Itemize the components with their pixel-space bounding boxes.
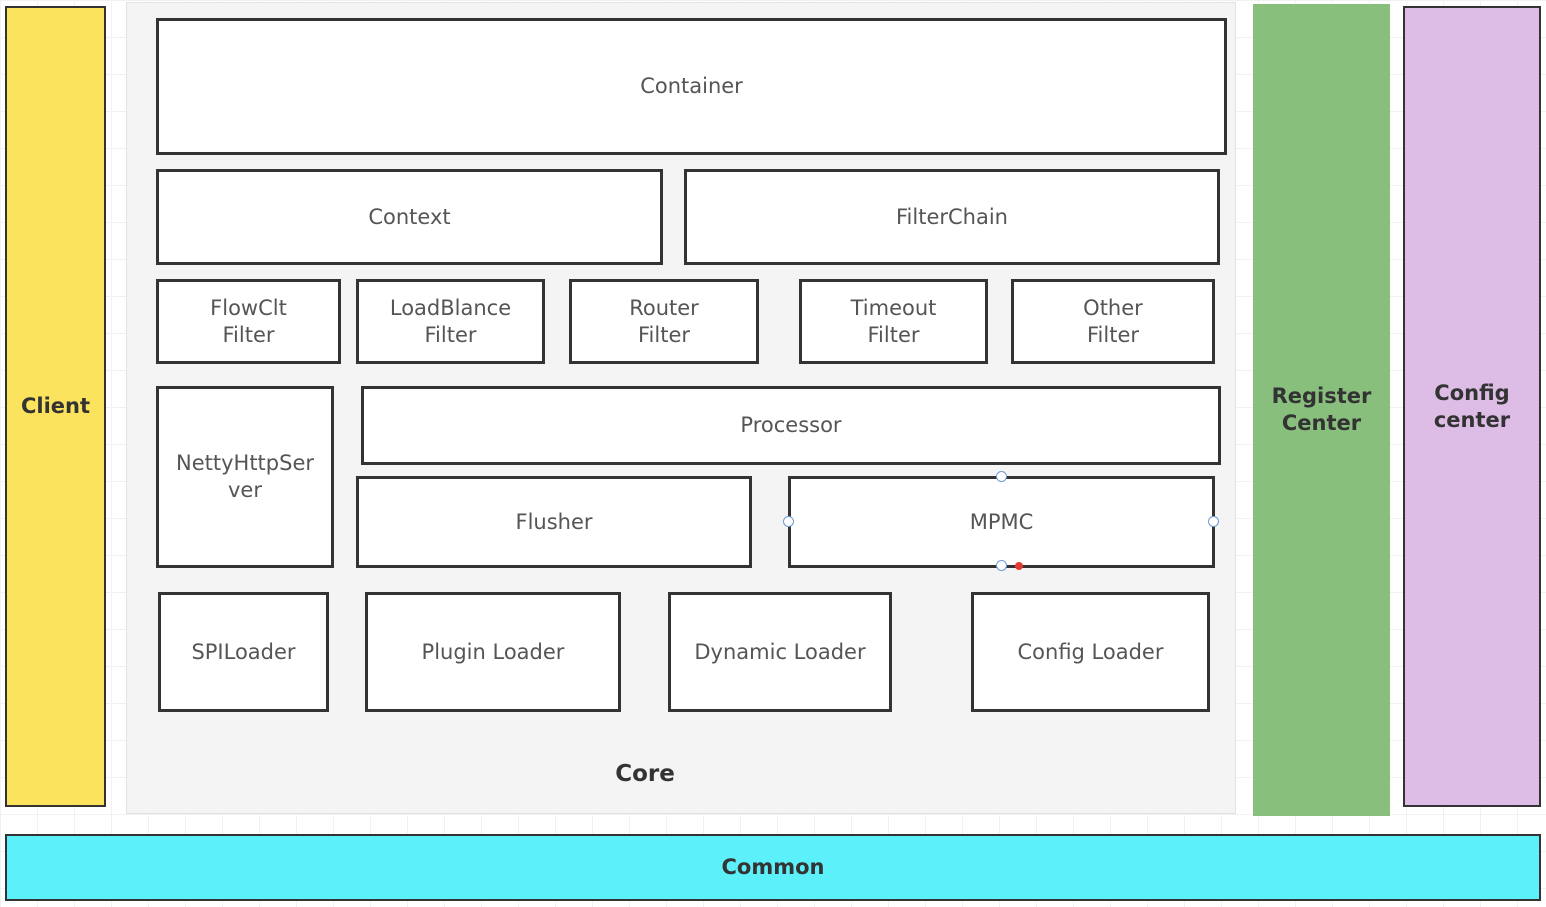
mpmc-handle-left[interactable]	[783, 516, 794, 527]
timeout-filter-box[interactable]: Timeout Filter	[799, 279, 988, 364]
processor-box[interactable]: Processor	[361, 386, 1221, 465]
config-center-column[interactable]: Config center	[1403, 6, 1541, 807]
dynamic-loader-box[interactable]: Dynamic Loader	[668, 592, 892, 712]
mpmc-handle-top[interactable]	[996, 471, 1007, 482]
loadblance-filter-box[interactable]: LoadBlance Filter	[356, 279, 545, 364]
container-box[interactable]: Container	[156, 18, 1227, 155]
register-center-label: Register Center	[1271, 384, 1372, 435]
mpmc-handle-right[interactable]	[1208, 516, 1219, 527]
flusher-box[interactable]: Flusher	[356, 476, 752, 568]
common-label: Common	[721, 855, 825, 879]
common-bar[interactable]: Common	[5, 834, 1541, 901]
spi-loader-box[interactable]: SPILoader	[158, 592, 329, 712]
filter-chain-box[interactable]: FilterChain	[684, 169, 1220, 265]
other-filter-box[interactable]: Other Filter	[1011, 279, 1215, 364]
register-center-column[interactable]: Register Center	[1253, 4, 1390, 816]
netty-http-server-box[interactable]: NettyHttpSer ver	[156, 386, 334, 568]
config-center-label: Config center	[1433, 380, 1511, 432]
mpmc-box[interactable]: MPMC	[788, 476, 1215, 568]
mpmc-handle-bottom[interactable]	[996, 560, 1007, 571]
router-filter-box[interactable]: Router Filter	[569, 279, 759, 364]
core-label: Core	[615, 761, 675, 787]
config-loader-box[interactable]: Config Loader	[971, 592, 1210, 712]
plugin-loader-box[interactable]: Plugin Loader	[365, 592, 621, 712]
client-column[interactable]: Client	[5, 6, 106, 807]
context-box[interactable]: Context	[156, 169, 663, 265]
flowclt-filter-box[interactable]: FlowClt Filter	[156, 279, 341, 364]
connection-point-dot[interactable]	[1015, 562, 1023, 570]
client-label: Client	[20, 394, 91, 418]
